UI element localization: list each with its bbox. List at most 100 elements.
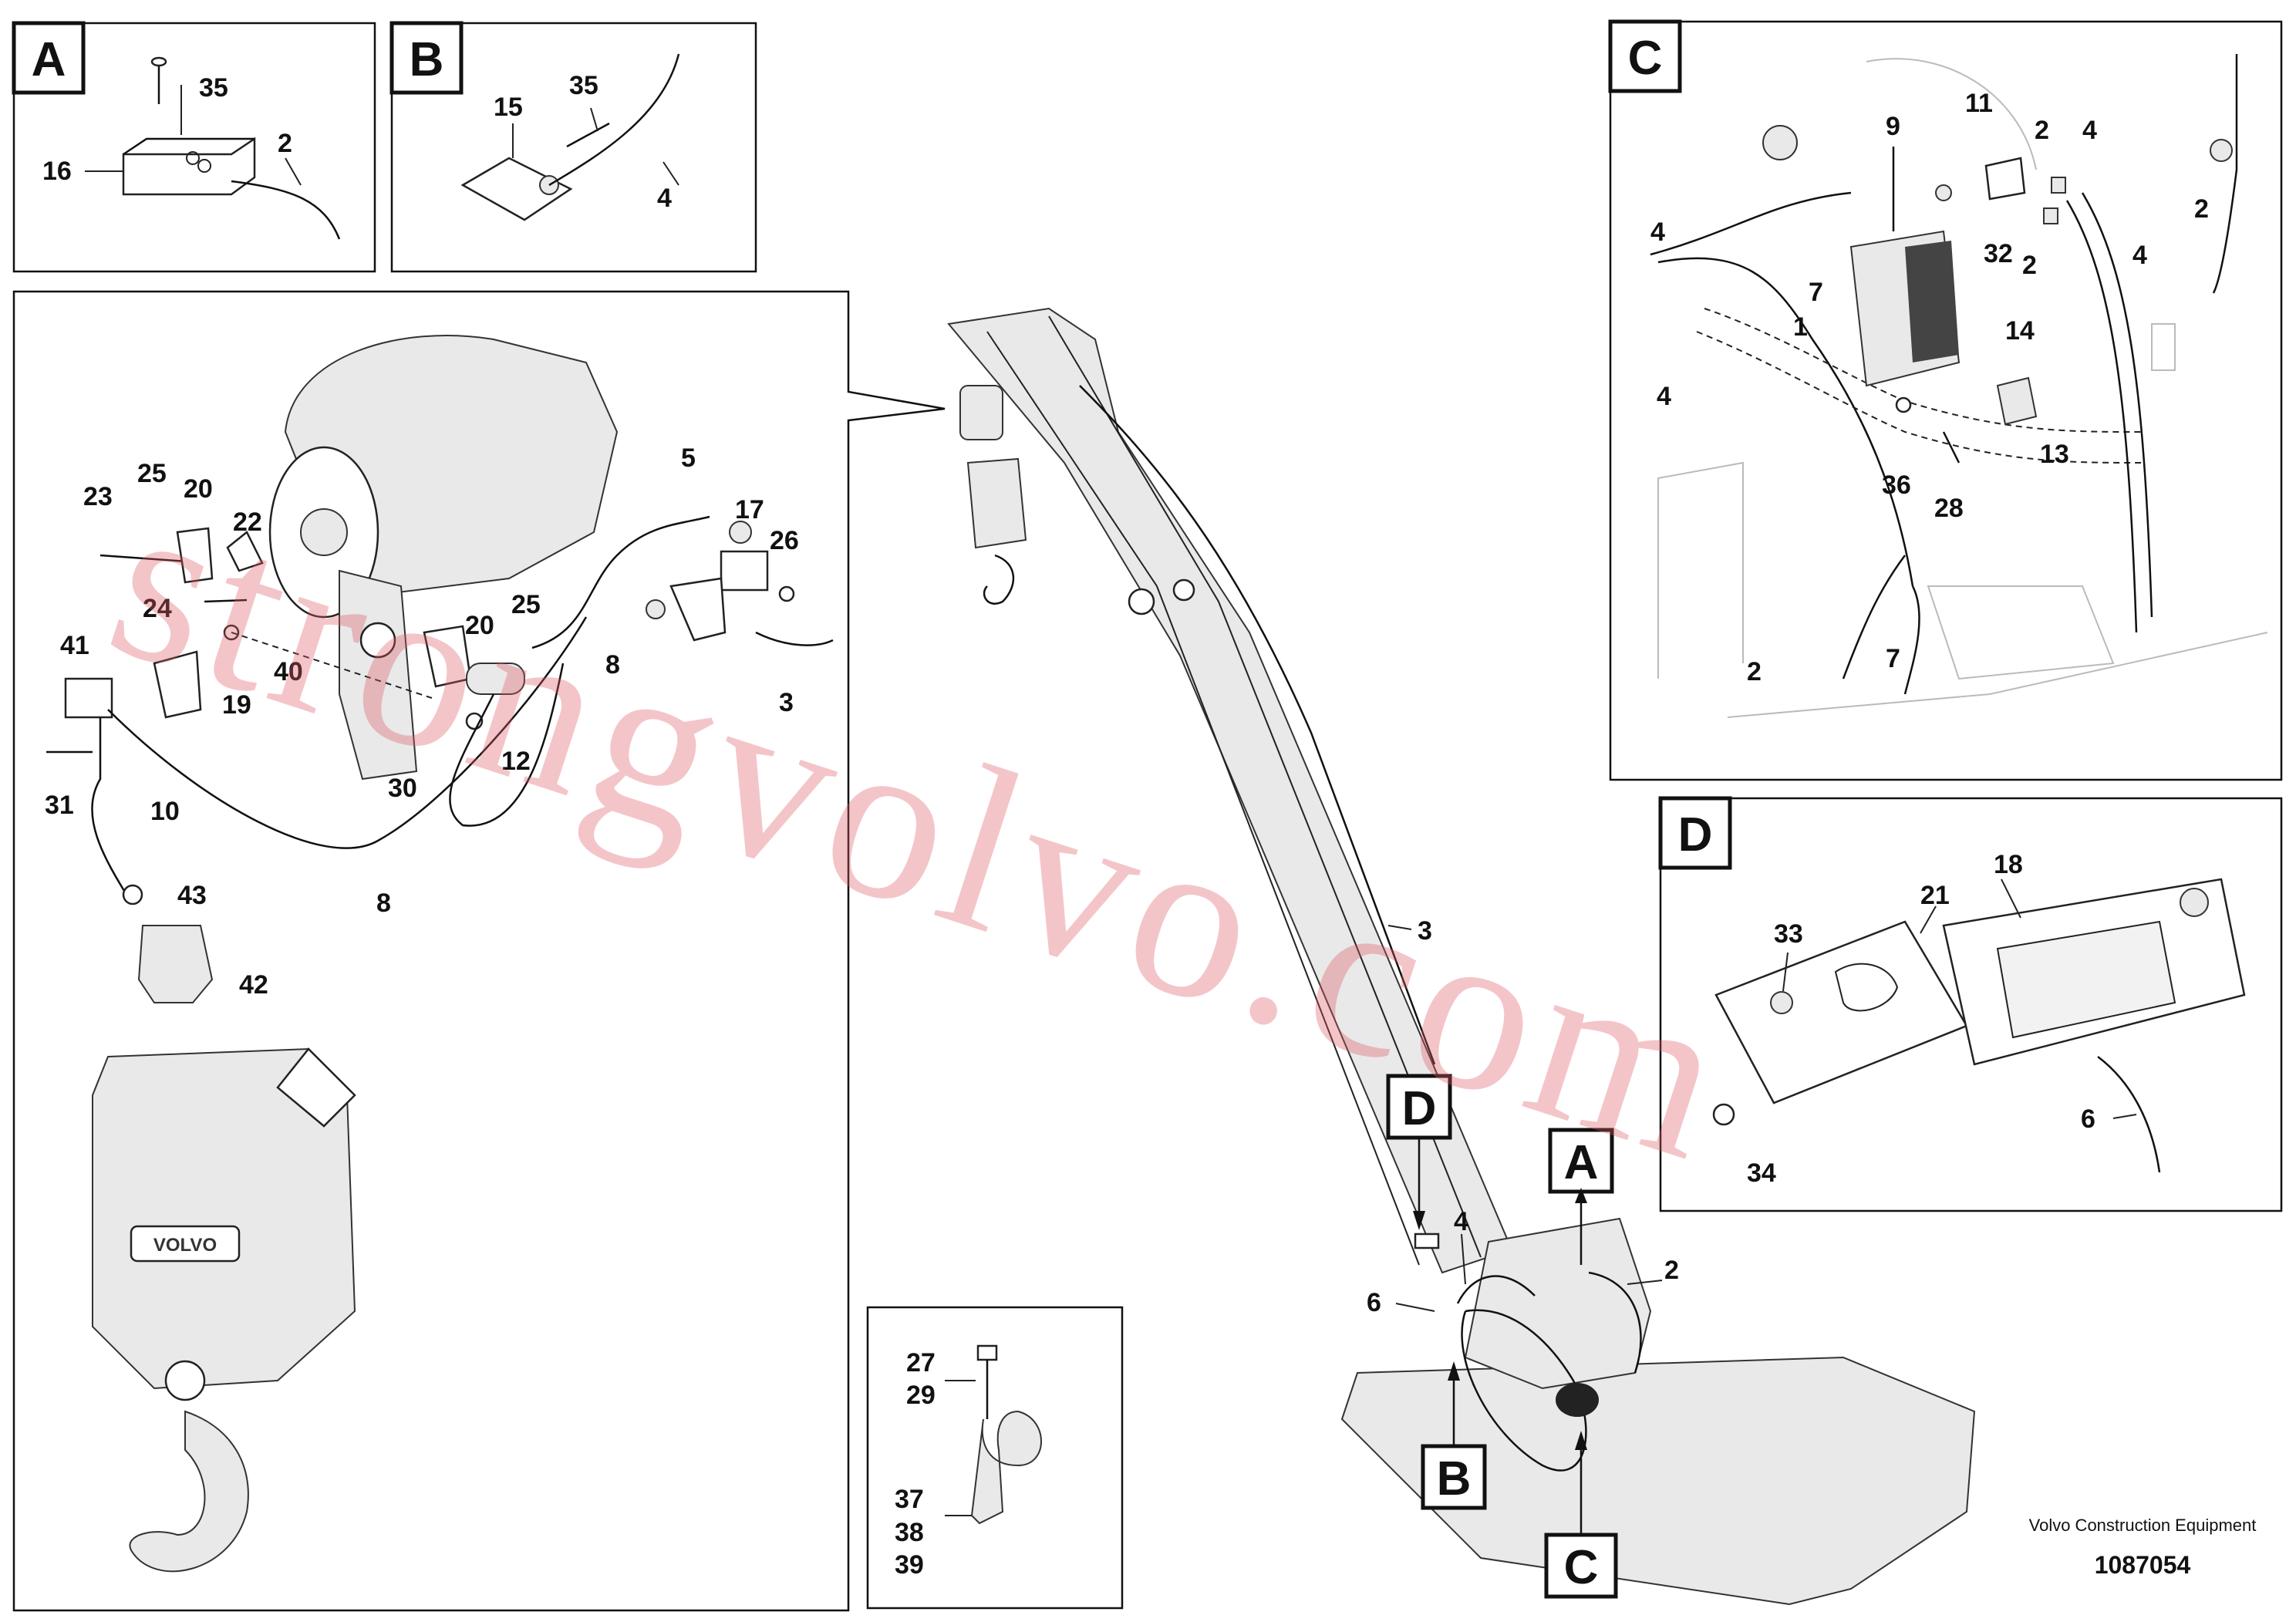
leader-m6	[1395, 1303, 1435, 1312]
callout-27: 27	[906, 1348, 936, 1378]
ring-43	[122, 884, 143, 905]
cab-seat-outline	[1866, 58, 2037, 170]
limit-switch	[64, 677, 113, 719]
callout-19: 19	[222, 690, 251, 720]
marker-a-arrowhead	[1575, 1188, 1587, 1203]
winch-bracket	[339, 569, 418, 781]
detail-view-b: B 15 35 4	[389, 21, 757, 273]
cable-6	[2097, 1056, 2161, 1173]
upper-structure	[1464, 1217, 1652, 1390]
detail-d-tag	[1658, 796, 1732, 870]
callout-2: 2	[278, 129, 292, 158]
module-16-top	[123, 137, 255, 156]
boom-hook	[983, 554, 1015, 605]
boom-cable-3	[1079, 385, 1436, 1065]
harness-4b	[1657, 257, 1914, 587]
detail-c-frame	[1609, 20, 2283, 781]
plate-20	[176, 527, 214, 584]
grommet-top	[1762, 125, 1798, 160]
detail-a-tag	[12, 21, 86, 95]
volvo-badge	[130, 1225, 241, 1263]
marker-d-arrowhead	[1413, 1211, 1425, 1230]
monitor-d-mount	[1414, 1233, 1440, 1249]
callout-c2d: 2	[1747, 657, 1762, 686]
callout-c28: 28	[1934, 494, 1964, 523]
detail-d-letter: D	[1678, 808, 1713, 862]
callout-31: 31	[45, 791, 74, 820]
callout-c4a: 4	[2082, 116, 2097, 145]
clamp-37	[970, 1410, 1042, 1525]
callout-c13: 13	[2040, 440, 2069, 469]
knob-33	[1770, 991, 1793, 1014]
detail-b-frame	[390, 22, 757, 273]
callout-c7: 7	[1809, 278, 1823, 307]
connector-small	[1935, 184, 1952, 201]
boom-line-1	[986, 331, 1420, 1266]
callout-c4d: 4	[1657, 382, 1671, 411]
marker-b: B	[1437, 1452, 1472, 1506]
connector-5	[729, 521, 752, 544]
screw-35-head	[150, 56, 167, 67]
callout-c11: 11	[1965, 89, 1993, 118]
marker-d-box	[1386, 1074, 1452, 1140]
marker-a: A	[1564, 1136, 1599, 1189]
detail-view-c: C 11 9 2 4 32 2 4	[1608, 19, 2283, 781]
callout-22: 22	[233, 508, 262, 537]
boom-pivot-2	[1172, 578, 1195, 602]
callout-m6: 6	[1367, 1288, 1381, 1317]
cab-floor-line	[1727, 632, 2268, 718]
callout-c4b: 4	[2132, 241, 2147, 270]
cable-3	[755, 631, 834, 646]
leader-35b	[590, 107, 598, 132]
callout-24: 24	[143, 594, 172, 623]
callout-d21: 21	[1920, 881, 1950, 910]
callout-25b: 25	[511, 590, 541, 619]
callout-26: 26	[770, 526, 799, 555]
callout-d34: 34	[1747, 1158, 1776, 1188]
winch-hub	[300, 508, 348, 556]
bracket-17	[669, 577, 727, 642]
callout-d18: 18	[1994, 850, 2023, 879]
hook-block: VOLVO	[92, 1047, 356, 1573]
detail-a-frame	[12, 22, 376, 273]
marker-c-box	[1544, 1533, 1618, 1599]
marker-c: C	[1564, 1541, 1599, 1594]
cable-2-grommet	[2210, 139, 2233, 162]
bracket-19	[153, 650, 202, 719]
detail-b-tag	[389, 21, 464, 95]
callout-20: 20	[184, 474, 213, 504]
callout-c9: 9	[1886, 112, 1900, 141]
leader-d33	[1782, 952, 1789, 992]
callout-29: 29	[906, 1381, 936, 1410]
callout-40: 40	[274, 657, 303, 686]
diagram-id: 1087054	[2095, 1551, 2191, 1579]
grommet-5	[646, 599, 666, 619]
callout-10: 10	[150, 797, 180, 826]
controller-14-face	[1905, 241, 1959, 363]
cable-8	[107, 616, 588, 849]
cable-2	[231, 180, 341, 240]
nut-26	[778, 585, 795, 602]
callout-38: 38	[895, 1518, 924, 1547]
module-16-body	[122, 137, 256, 196]
callout-d33: 33	[1774, 919, 1803, 949]
bracket-21	[1714, 920, 1968, 1104]
sheave-guard	[276, 1047, 356, 1128]
detail-c-letter: C	[1628, 32, 1663, 85]
detail-view-d: D 18 21 33 6 34	[1658, 796, 2283, 1212]
callout-c2a: 2	[2035, 116, 2049, 145]
callout-43: 43	[177, 881, 207, 910]
sensor-12	[466, 663, 525, 695]
axis-line	[231, 632, 433, 699]
volvo-badge-text: VOLVO	[153, 1235, 217, 1256]
machine-view: D A B C 3 4 6 2	[947, 307, 1976, 1606]
harness-7	[1903, 585, 1920, 695]
callout-15: 15	[494, 93, 523, 122]
hook	[129, 1410, 249, 1573]
pin-24	[204, 599, 248, 603]
boom-winch	[959, 385, 1003, 440]
cable-8c	[449, 663, 565, 827]
marker-d: D	[1402, 1082, 1437, 1135]
callout-c2b: 2	[2022, 251, 2037, 280]
callout-41: 41	[60, 631, 89, 660]
